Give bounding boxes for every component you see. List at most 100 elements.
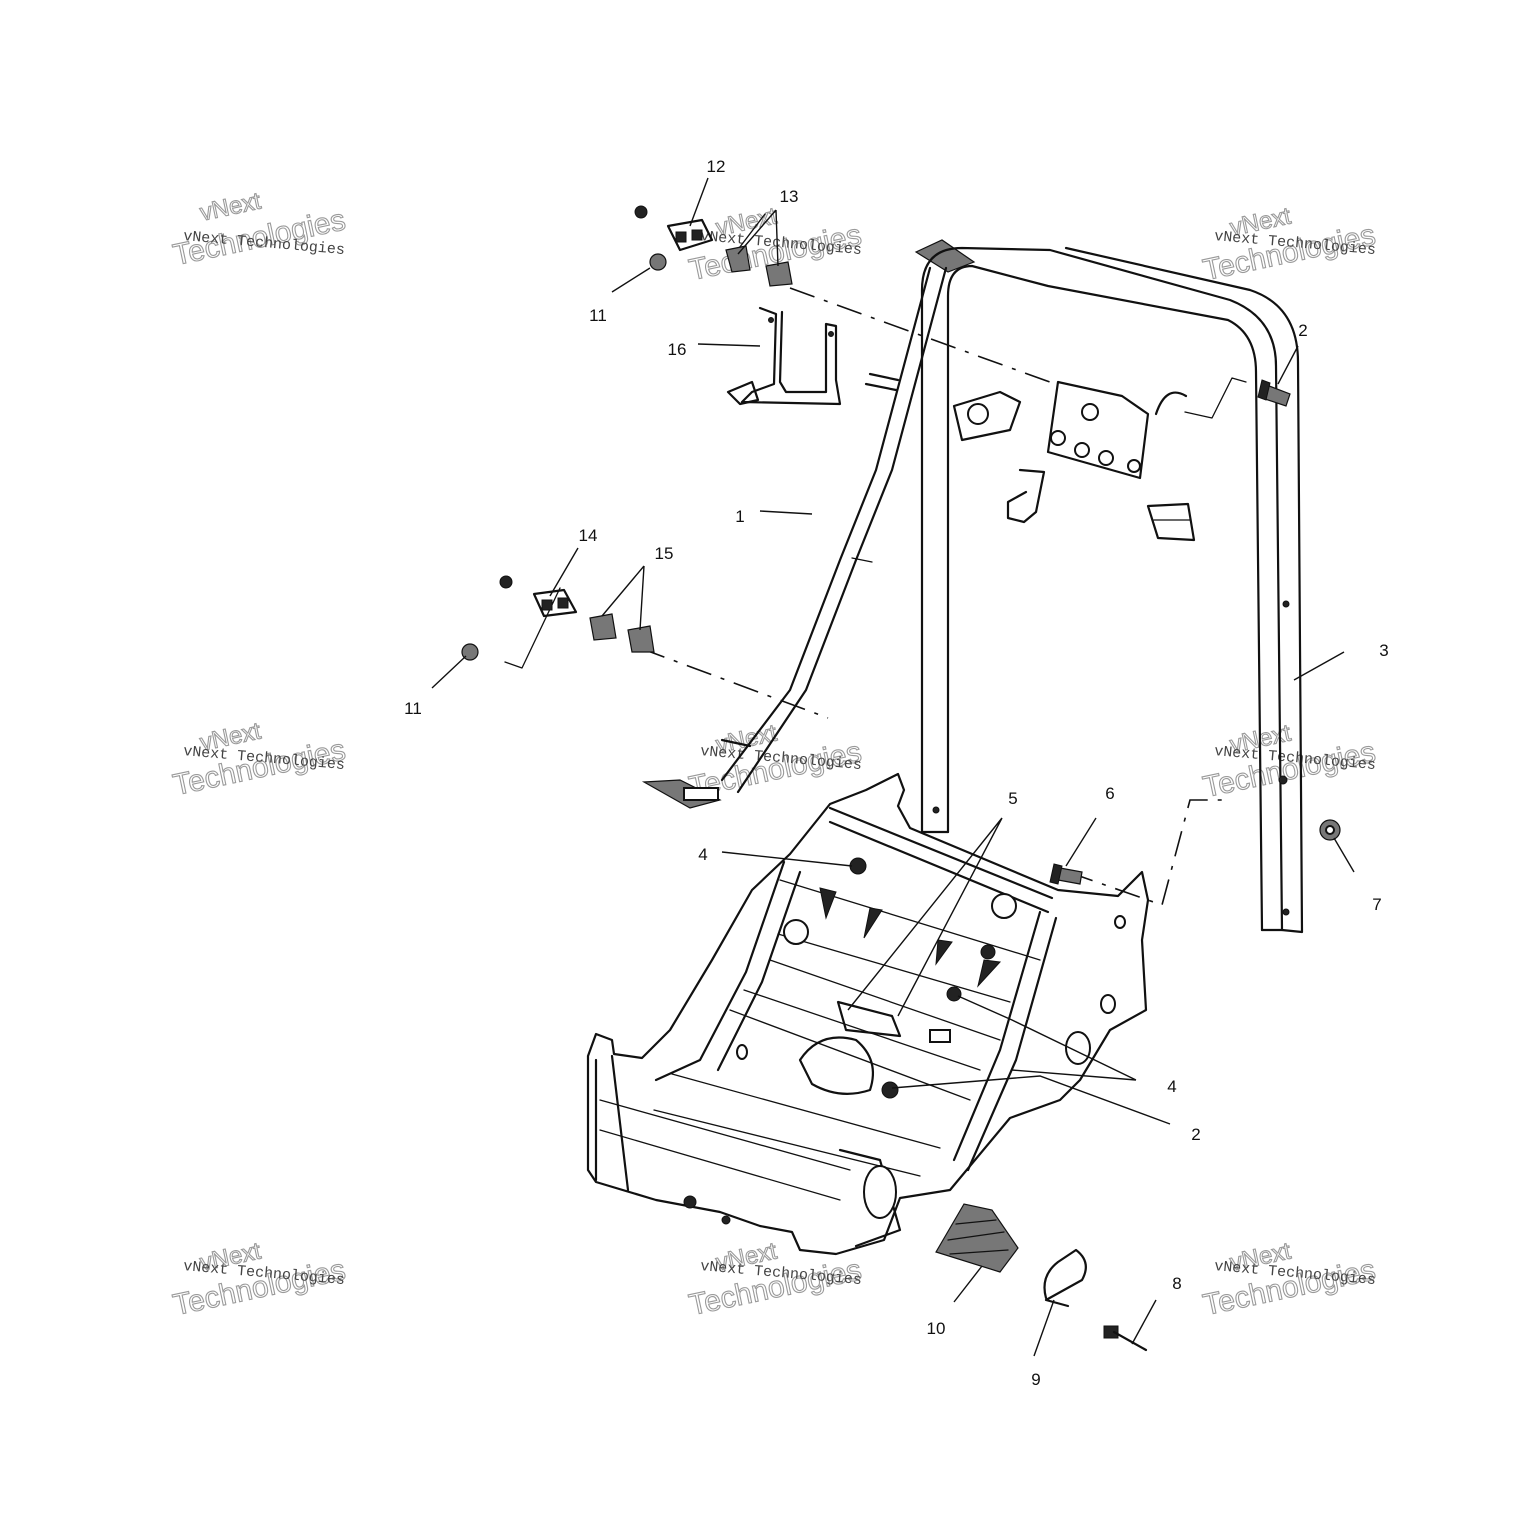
chassis-cutout xyxy=(819,887,837,920)
steering-collar xyxy=(864,382,898,392)
upper-clamp-set xyxy=(634,205,793,287)
steering-lower-collar xyxy=(720,738,752,748)
callout-2-bottom: 2 xyxy=(1191,1125,1200,1144)
chassis-rivet xyxy=(929,1029,951,1043)
leader-8 xyxy=(1131,1299,1157,1345)
callout-8: 8 xyxy=(1172,1274,1181,1293)
steering-lower-block xyxy=(683,787,719,801)
assembly-line-roll-bar-bolt xyxy=(1067,799,1230,907)
steering-bend xyxy=(851,557,873,563)
roll-bar-handle xyxy=(1154,391,1188,416)
chassis-cutout xyxy=(863,907,883,939)
steering-top-plate xyxy=(914,239,976,273)
callout-2-top: 2 xyxy=(1298,321,1307,340)
lower-bushing-1 xyxy=(589,613,617,641)
callout-1: 1 xyxy=(735,507,744,526)
callout-7: 7 xyxy=(1372,895,1381,914)
chassis-fastener xyxy=(683,1195,697,1209)
grommet-10-body xyxy=(935,1203,1019,1273)
steering-collar xyxy=(868,372,900,382)
pin-8-shaft xyxy=(1112,1330,1148,1352)
dash-plate-hole xyxy=(1081,403,1099,421)
callout-12: 12 xyxy=(707,157,726,176)
lower-clamp-set xyxy=(461,575,655,661)
chassis-right-edge xyxy=(952,910,1042,1162)
steering-shaft-left xyxy=(720,266,932,782)
grommet-10 xyxy=(935,1203,1019,1273)
lower-clamp-cap-slot xyxy=(541,599,553,611)
chassis-front-box-line xyxy=(599,1099,851,1171)
leader-10 xyxy=(953,1265,983,1303)
callout-4-top: 4 xyxy=(698,845,707,864)
assembly-line-lower-clamp xyxy=(639,647,829,719)
chassis-bolt xyxy=(980,944,996,960)
chassis-rail xyxy=(743,989,981,1071)
leader-2-bottom xyxy=(891,1075,1171,1125)
chassis-rail xyxy=(777,933,1011,1003)
callout-14: 14 xyxy=(579,526,598,545)
support-bracket-body xyxy=(740,306,842,406)
steering-post xyxy=(641,239,976,809)
chassis-bolt xyxy=(849,857,867,875)
pin-8 xyxy=(1103,1325,1148,1352)
bolt-2-top-head xyxy=(1257,379,1271,401)
leader-13 xyxy=(737,209,779,267)
roll-bar-boss-hole xyxy=(967,403,989,425)
chassis-hole xyxy=(991,893,1017,919)
bolt-6-shank xyxy=(1057,867,1083,885)
callout-5: 5 xyxy=(1008,789,1017,808)
callout-9: 9 xyxy=(1031,1370,1040,1389)
lower-clamp-cap xyxy=(532,588,578,618)
bolt-2-top xyxy=(1257,379,1291,407)
chassis-crossbar xyxy=(828,806,1054,900)
chassis-hole xyxy=(863,1165,897,1219)
roll-bar-tab xyxy=(1006,468,1046,524)
leader-16 xyxy=(697,343,761,347)
roll-bar-outer xyxy=(920,246,1304,934)
dash-plate-gauge xyxy=(1098,450,1114,466)
dash-plate-gauge xyxy=(1127,459,1141,473)
chassis-hole xyxy=(1100,994,1116,1014)
chassis-left-wall xyxy=(654,860,786,1082)
roll-bar-boss xyxy=(952,390,1022,442)
grommet-10-ribs xyxy=(947,1219,1009,1255)
dash-plate-gauge xyxy=(1074,442,1090,458)
roll-bar xyxy=(920,246,1304,934)
lower-clamp-cap-slot xyxy=(557,597,569,609)
leader-11-top xyxy=(611,267,651,293)
callout-16: 16 xyxy=(668,340,687,359)
dash-plate-gauge xyxy=(1050,430,1066,446)
chassis xyxy=(586,772,1150,1256)
steering-shaft-right xyxy=(736,266,948,794)
leader-1 xyxy=(759,510,813,515)
upper-bushing-1 xyxy=(725,245,751,273)
dash-plate xyxy=(1046,380,1150,480)
leader-4-top xyxy=(721,851,853,867)
leader-7 xyxy=(1333,837,1355,873)
chassis-cutout xyxy=(935,939,953,966)
upper-bushing-2 xyxy=(765,261,793,287)
chassis-rail xyxy=(769,959,1001,1041)
lower-screw xyxy=(499,575,513,589)
roll-bar-hole xyxy=(1282,908,1290,916)
leader-14 xyxy=(549,547,579,597)
watermark-text: vNext xyxy=(198,187,264,226)
callout-6: 6 xyxy=(1105,784,1114,803)
callout-11-bottom: 11 xyxy=(404,699,422,718)
support-bracket xyxy=(726,306,842,406)
chassis-outline xyxy=(586,772,1150,1256)
chassis-front-box xyxy=(610,1054,630,1192)
support-bracket-hole xyxy=(768,317,774,323)
chassis-fastener xyxy=(721,1215,731,1225)
nut-7-hole xyxy=(1325,825,1335,835)
leader-3 xyxy=(1293,651,1345,681)
roll-bar-hole xyxy=(1282,600,1290,608)
roll-bar-hinge xyxy=(1146,502,1196,542)
chassis-seat-opening xyxy=(798,1036,874,1095)
chassis-left-wall xyxy=(716,870,802,1072)
callout-13: 13 xyxy=(780,187,799,206)
roll-bar-hole xyxy=(1278,775,1288,785)
bolt-6 xyxy=(1049,863,1083,885)
chassis-right-edge xyxy=(966,916,1058,1172)
